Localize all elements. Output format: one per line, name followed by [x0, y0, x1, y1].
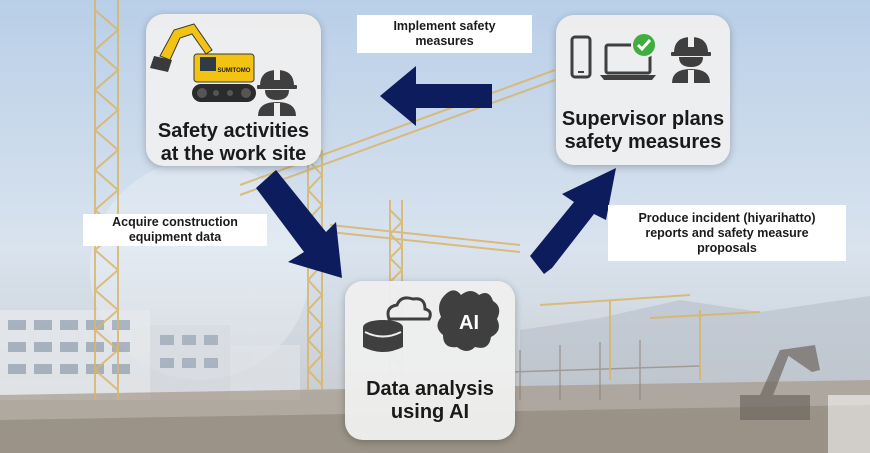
- ai-badge-label: AI: [459, 312, 479, 334]
- label-implement: Implement safety measures: [357, 15, 532, 53]
- arrow-acquire: [256, 170, 342, 278]
- cloud-database-icon: [363, 296, 432, 352]
- label-acquire: Acquire construction equipment data: [83, 214, 267, 246]
- node-analysis-title: Data analysis using AI: [366, 378, 494, 423]
- phone-icon: [570, 35, 592, 79]
- svg-text:SUMITOMO: SUMITOMO: [218, 68, 251, 74]
- node-supervisor: Supervisor plans safety measures: [556, 15, 730, 165]
- arrow-produce: [530, 168, 616, 274]
- node-worksite-title: Safety activities at the work site: [157, 120, 310, 165]
- worker-hardhat-icon: [671, 35, 711, 83]
- label-produce: Produce incident (hiyarihatto) reports a…: [608, 205, 846, 261]
- worker-hardhat-icon: [257, 68, 297, 116]
- ai-brain-icon: AI: [437, 290, 500, 351]
- node-worksite: SUMITOMO Safety activities at the work s…: [146, 14, 321, 166]
- check-badge-icon: [631, 32, 657, 58]
- laptop-icon: [600, 43, 656, 80]
- arrow-implement: [380, 66, 492, 126]
- excavator-icon: SUMITOMO: [150, 23, 256, 102]
- excavator-background: [740, 345, 820, 420]
- node-supervisor-title: Supervisor plans safety measures: [561, 108, 725, 153]
- buildings: [0, 310, 300, 400]
- node-analysis: AI Data analysis using AI: [345, 281, 515, 440]
- tower-cranes: [93, 0, 761, 400]
